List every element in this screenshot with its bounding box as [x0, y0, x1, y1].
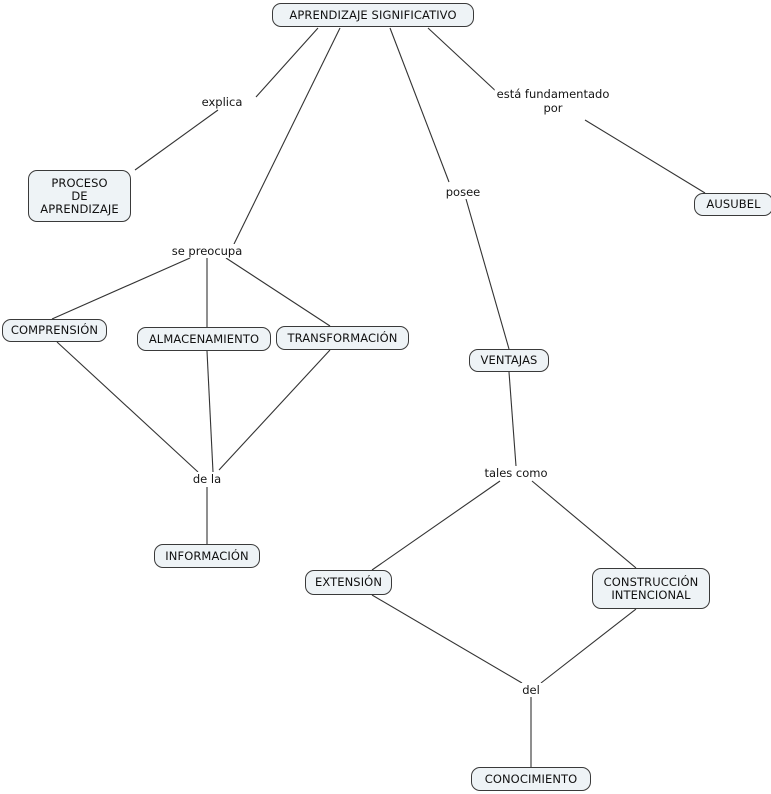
edge-esta-fundamentado-por-to-ausubel: [584, 119, 706, 194]
edge-posee-to-ventajas: [465, 198, 510, 350]
node-conocimiento[interactable]: CONOCIMIENTO: [471, 767, 591, 791]
edge-ventajas-to-tales-como: [508, 371, 517, 467]
link-label-del: del: [520, 683, 542, 697]
edge-transformacion-to-de-la: [218, 349, 331, 471]
node-extension[interactable]: EXTENSIÓN: [305, 570, 392, 595]
node-transformacion[interactable]: TRANSFORMACIÓN: [276, 326, 409, 350]
edge-explica-to-proceso-de-aprendizaje: [134, 109, 219, 171]
edge-se-preocupa-to-transformacion: [225, 257, 331, 327]
link-label-de-la: de la: [190, 472, 224, 486]
edge-aprendizaje-significativo-to-se-preocupa: [233, 27, 341, 245]
link-label-posee: posee: [443, 185, 483, 199]
node-construccion-intencional[interactable]: CONSTRUCCIÓN INTENCIONAL: [592, 568, 710, 609]
node-ventajas[interactable]: VENTAJAS: [469, 349, 549, 372]
link-label-se-preocupa: se preocupa: [169, 244, 245, 258]
link-label-tales-como: tales como: [482, 466, 550, 480]
link-label-explica: explica: [199, 95, 245, 109]
edge-aprendizaje-significativo-to-esta-fundamentado-por: [427, 27, 500, 95]
edge-construccion-intencional-to-del: [540, 608, 637, 684]
edge-tales-como-to-construccion-intencional: [531, 480, 637, 569]
node-ausubel[interactable]: AUSUBEL: [694, 193, 771, 216]
node-comprension[interactable]: COMPRENSIÓN: [2, 319, 107, 342]
edge-tales-como-to-extension: [371, 480, 501, 571]
edge-aprendizaje-significativo-to-posee: [389, 27, 450, 183]
edge-aprendizaje-significativo-to-explica: [255, 27, 319, 98]
edge-almacenamiento-to-de-la: [206, 350, 214, 473]
edge-extension-to-del: [371, 594, 523, 684]
node-informacion[interactable]: INFORMACIÓN: [154, 544, 260, 568]
node-proceso-de-aprendizaje[interactable]: PROCESO DE APRENDIZAJE: [28, 170, 131, 222]
link-label-esta-fundamentado-por: está fundamentado por: [494, 87, 612, 115]
edge-se-preocupa-to-comprension: [51, 257, 191, 320]
node-aprendizaje-significativo[interactable]: APRENDIZAJE SIGNIFICATIVO: [272, 3, 474, 27]
edge-comprension-to-de-la: [56, 341, 199, 473]
node-almacenamiento[interactable]: ALMACENAMIENTO: [137, 327, 271, 351]
